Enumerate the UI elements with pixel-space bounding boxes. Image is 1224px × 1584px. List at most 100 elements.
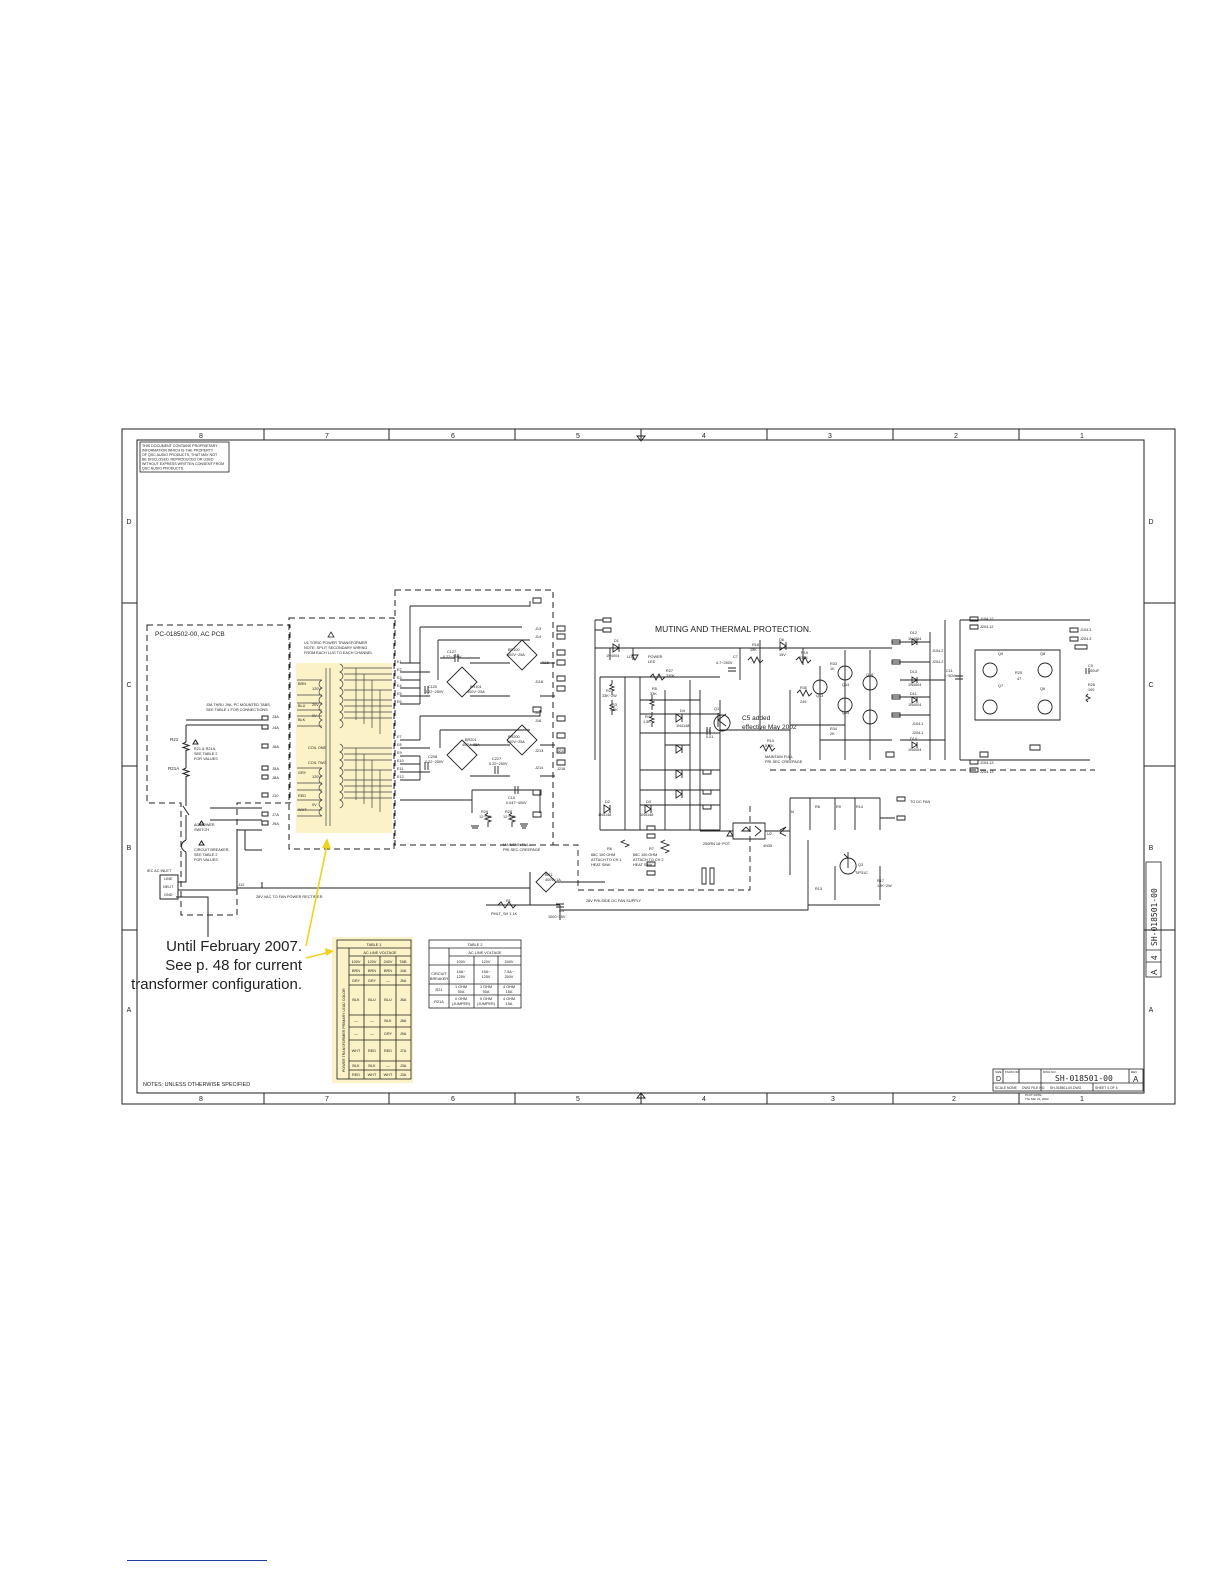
j4a-label: J4A bbox=[272, 725, 279, 730]
table1-r8-c3: WHT bbox=[384, 1073, 393, 1077]
col-label-1: 1 bbox=[1080, 433, 1084, 440]
table1-r5-c1: — bbox=[354, 1032, 358, 1036]
tb-sheet: SHEET 4 OF 4 bbox=[1095, 1086, 1118, 1090]
r30-resistor bbox=[796, 688, 813, 698]
out-j204-2: J204.2 bbox=[932, 660, 943, 664]
muting-title: MUTING AND THERMAL PROTECTION. bbox=[655, 624, 811, 634]
c127-label: C127 bbox=[447, 650, 456, 654]
tap-e10: E10 bbox=[397, 759, 404, 763]
table1-r6-c4: J7A bbox=[400, 1049, 407, 1053]
secondary-coil-2 bbox=[339, 743, 344, 809]
transformer-warning-triangle bbox=[327, 631, 335, 638]
br101-value: 400V~25A bbox=[467, 690, 485, 694]
table2-r3-c1-a: 0 OHM bbox=[455, 997, 467, 1001]
part-d2: D2 bbox=[605, 800, 610, 804]
table2-r1-c2-b: 125V bbox=[482, 975, 491, 979]
frame-inner bbox=[136, 439, 1145, 1094]
annotation-line-3: transformer configuration. bbox=[131, 976, 302, 993]
table1-r8-c2: WHT bbox=[368, 1073, 377, 1077]
c208-cap bbox=[424, 762, 429, 770]
part-330k: 330K bbox=[666, 674, 675, 678]
part-r5: R5 bbox=[652, 687, 657, 691]
table1-r2-c1: GRY bbox=[352, 979, 361, 983]
notice-box bbox=[139, 441, 230, 473]
tap-e8: E8 bbox=[397, 743, 402, 747]
table1-r6-c2: RED bbox=[368, 1049, 376, 1053]
out-q9: Q9 bbox=[998, 652, 1003, 656]
tb-file-label: DWG FILE NO. bbox=[1022, 1086, 1045, 1090]
j-connectors-mid bbox=[646, 769, 712, 876]
tap-e6: E6 bbox=[397, 700, 402, 704]
out-1-50v: 1~50V bbox=[944, 674, 956, 678]
r29-value: 12~5W bbox=[479, 815, 492, 819]
creepage-note-2: PRI-SEC CREEPAGE bbox=[503, 848, 541, 852]
table1-r3-c3: BLU bbox=[384, 998, 392, 1002]
table2-r2-c2-a: 1 OHM bbox=[480, 985, 492, 989]
table1-col-100v: 100V bbox=[352, 960, 361, 964]
frame-outer bbox=[121, 428, 1176, 1105]
table1-r4-c3: BLK bbox=[384, 1019, 392, 1023]
tb-rev: A bbox=[1133, 1075, 1139, 1084]
table2-title: TABLE 2 bbox=[468, 943, 483, 947]
d2-diode bbox=[603, 804, 611, 814]
iec-inlet-box bbox=[159, 874, 179, 900]
part-15k: 15K bbox=[750, 648, 757, 652]
c11-cap bbox=[955, 675, 963, 680]
side-tab-dwg: SH-018501-00 bbox=[1150, 888, 1159, 946]
part-1n4148-2: 1N4148 bbox=[598, 813, 611, 817]
row-label-d: D bbox=[126, 519, 131, 526]
table1-r3-c4: J6A bbox=[400, 998, 407, 1002]
table1-r6-c1: WHT bbox=[352, 1049, 361, 1053]
coil-one: COIL ONE bbox=[308, 746, 326, 750]
inlet-pin-line: LINE bbox=[164, 877, 173, 881]
out-1n4004-c: 1N4004 bbox=[908, 703, 921, 707]
r3-resistor bbox=[608, 700, 616, 715]
table2-col-240v: 240V bbox=[505, 960, 514, 964]
part-q13: Q13 bbox=[816, 694, 823, 698]
warning-triangle-2 bbox=[198, 820, 205, 826]
out-q6: Q6 bbox=[1040, 687, 1045, 691]
d13-diode bbox=[911, 676, 918, 684]
svg-text:QSC AUDIO PRODUCTS.: QSC AUDIO PRODUCTS. bbox=[142, 467, 184, 471]
br201-value: 400V~25A bbox=[462, 743, 480, 747]
part-r9: R9 bbox=[836, 805, 841, 809]
jr-j18: J18 bbox=[535, 719, 541, 723]
j5a-label: J5A bbox=[272, 766, 279, 771]
r1-resistor bbox=[497, 901, 517, 909]
wire-120v-2: 120V bbox=[312, 775, 321, 779]
out-100: 100 bbox=[1088, 688, 1094, 692]
br101-bridge bbox=[446, 666, 478, 698]
thermistor-r6 bbox=[619, 839, 631, 848]
part-r6-value: 68C 100 OHM bbox=[591, 853, 615, 857]
side-tab-grid bbox=[1146, 949, 1161, 963]
row-label-c: C bbox=[126, 682, 131, 689]
j8a-label: J8A bbox=[272, 775, 279, 780]
d12-diode bbox=[911, 638, 918, 646]
rectifier-lower-wiring bbox=[400, 710, 555, 813]
table1-r1-c3: BRN bbox=[384, 969, 392, 973]
col-label-3-bottom: 3 bbox=[831, 1096, 835, 1103]
c9-cap bbox=[1085, 668, 1092, 703]
r28-label: R28 bbox=[505, 810, 512, 814]
table1-col-tab: TAB bbox=[399, 960, 407, 964]
transformer-core bbox=[325, 668, 331, 826]
part-d1: D1 bbox=[614, 639, 619, 643]
r21a-symbol bbox=[181, 767, 191, 777]
table2-r2-c2-b: 50A bbox=[483, 990, 490, 994]
c120-label: C120 bbox=[428, 685, 437, 689]
muting-q-cluster bbox=[812, 650, 892, 760]
table1-col-120v: 120V bbox=[368, 960, 377, 964]
frame-ticks bbox=[122, 429, 1175, 1104]
c4-label: C4 bbox=[559, 909, 564, 913]
br1-value: 400V~1A bbox=[545, 878, 561, 882]
heat-sink-note-2: HEAT SINK bbox=[633, 863, 653, 867]
jr-j14: J14 bbox=[535, 635, 541, 639]
part-d6: D6 bbox=[779, 638, 784, 642]
col-label-2: 2 bbox=[954, 433, 958, 440]
tap-e12: E12 bbox=[397, 775, 404, 779]
jr-j116: J116 bbox=[535, 680, 543, 684]
d6-zener bbox=[779, 641, 787, 651]
jr-j213: J213 bbox=[535, 749, 543, 753]
row-label-a-right: A bbox=[1149, 1007, 1154, 1014]
annotation-line-1: Until February 2007. bbox=[166, 938, 302, 955]
